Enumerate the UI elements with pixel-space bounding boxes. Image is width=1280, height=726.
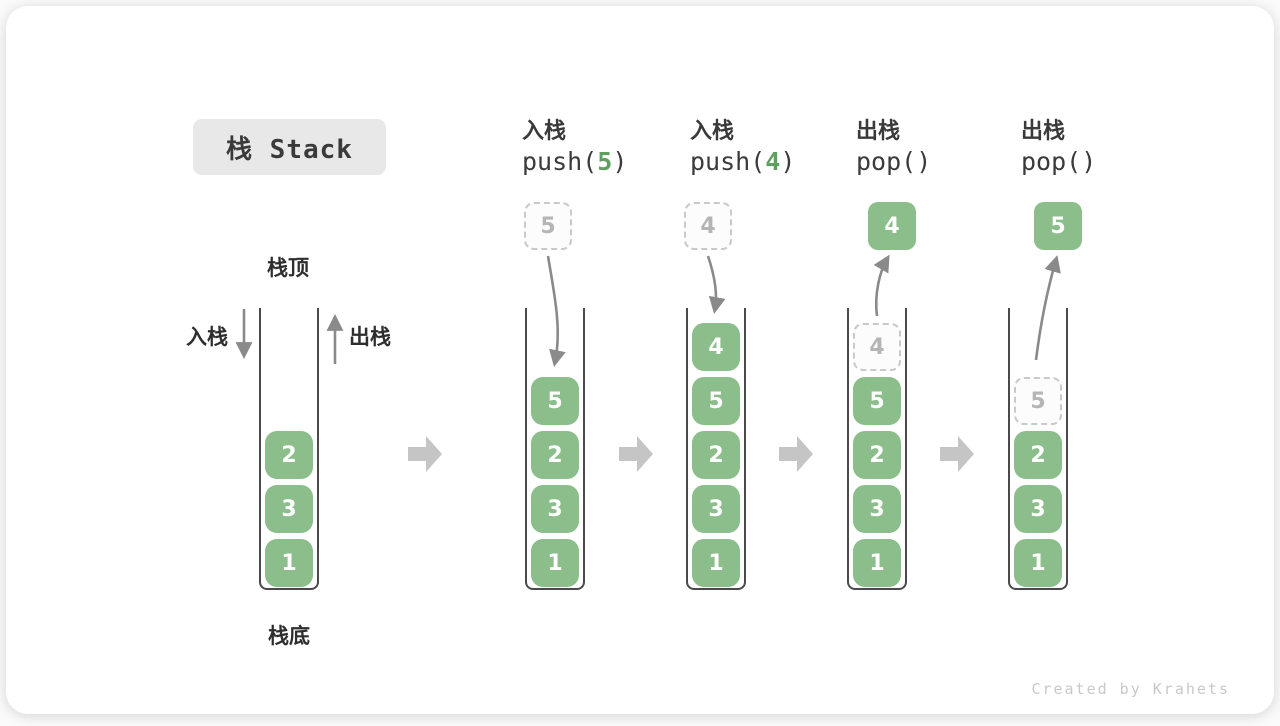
op-label-pop-2: 出栈 pop() xyxy=(1021,113,1181,177)
stack-top-label: 栈顶 xyxy=(267,256,309,280)
stack-block: 2 xyxy=(853,431,901,479)
pending-value-box: 5 xyxy=(524,202,572,250)
op-label-push-4: 入栈 push(4) xyxy=(690,113,850,177)
stack-block: 3 xyxy=(265,485,313,533)
stack-block: 5 xyxy=(853,377,901,425)
popped-value-box: 4 xyxy=(868,202,916,250)
stack-block: 2 xyxy=(1014,431,1062,479)
op-chinese-label: 入栈 xyxy=(522,119,567,144)
transition-arrow xyxy=(408,436,442,472)
stack-block: 1 xyxy=(531,539,579,587)
stack-block: 3 xyxy=(1014,485,1062,533)
op-code-label: push(5) xyxy=(522,147,628,176)
op-chinese-label: 出栈 xyxy=(856,119,901,144)
op-code-label: pop() xyxy=(1021,147,1097,176)
op-code-label: pop() xyxy=(856,147,932,176)
stack-block: 3 xyxy=(531,485,579,533)
stack-block: 3 xyxy=(692,485,740,533)
op-code-argument: 4 xyxy=(765,147,781,176)
stack-block: 1 xyxy=(692,539,740,587)
stack-block: 3 xyxy=(853,485,901,533)
op-code-argument: 5 xyxy=(597,147,613,176)
pending-value-box: 4 xyxy=(684,202,732,250)
op-chinese-label: 入栈 xyxy=(690,119,735,144)
pop-side-label: 出栈 xyxy=(349,325,391,349)
watermark-credit: Created by Krahets xyxy=(1031,680,1230,698)
stack-diagram: 栈 Stack 栈顶 入栈 出栈 栈底 入栈 push(5) 入栈 push(4… xyxy=(6,6,1274,714)
popped-value-box: 5 xyxy=(1034,202,1082,250)
stack-block: 2 xyxy=(265,431,313,479)
op-label-push-5: 入栈 push(5) xyxy=(522,113,682,177)
transition-arrow xyxy=(940,436,974,472)
push-side-label: 入栈 xyxy=(186,325,228,349)
transition-arrow xyxy=(779,436,813,472)
stack-block: 2 xyxy=(531,431,579,479)
ghost-slot: 4 xyxy=(853,323,901,371)
op-chinese-label: 出栈 xyxy=(1021,119,1066,144)
stack-block: 4 xyxy=(692,323,740,371)
stack-block: 1 xyxy=(1014,539,1062,587)
stack-block: 5 xyxy=(692,377,740,425)
stack-block: 1 xyxy=(853,539,901,587)
op-code-label: push(4) xyxy=(690,147,796,176)
stack-block: 1 xyxy=(265,539,313,587)
stack-bottom-label: 栈底 xyxy=(268,624,310,648)
op-label-pop-1: 出栈 pop() xyxy=(856,113,1016,177)
push-arrow xyxy=(706,255,726,314)
transition-arrow xyxy=(619,436,653,472)
stack-block: 5 xyxy=(531,377,579,425)
diagram-card: 栈 Stack 栈顶 入栈 出栈 栈底 入栈 push(5) 入栈 push(4… xyxy=(6,6,1274,714)
ghost-slot: 5 xyxy=(1014,377,1062,425)
stack-block: 2 xyxy=(692,431,740,479)
diagram-title-badge: 栈 Stack xyxy=(193,119,386,175)
